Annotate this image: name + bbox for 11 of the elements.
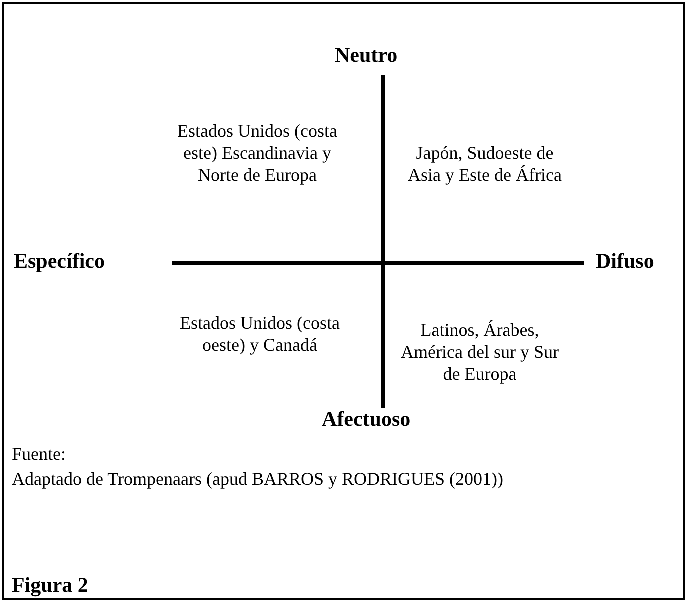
- axis-label: Específico: [14, 250, 105, 272]
- quadrant-text: Estados Unidos (costa oeste) y Canadá: [180, 312, 340, 356]
- figure-caption: Figura 2: [12, 574, 88, 596]
- quadrant-text: Latinos, Árabes, América del sur y Sur de Europa: [400, 319, 560, 385]
- source-note: Adaptado de Trompenaars (apud BARROS y RODRIGUES (2001)): [12, 468, 504, 490]
- axis-label: Difuso: [596, 250, 654, 272]
- quadrant-text: Estados Unidos (costa este) Escandinavia y Norte de Europa: [176, 120, 338, 186]
- axis-label: Afectuoso: [322, 408, 411, 430]
- source-label: Fuente:: [12, 443, 66, 465]
- quadrant-text: Japón, Sudoeste de Asia y Este de África: [407, 142, 563, 186]
- axis-label: Neutro: [335, 44, 398, 66]
